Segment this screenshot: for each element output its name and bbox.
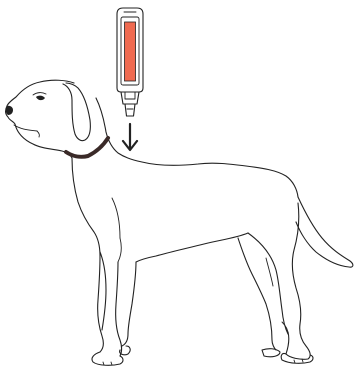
pipette-icon	[117, 8, 143, 116]
dog-illustration	[6, 80, 353, 365]
dog-collar	[66, 138, 108, 157]
down-arrow-icon	[123, 124, 137, 150]
pipette-liquid	[125, 22, 136, 81]
